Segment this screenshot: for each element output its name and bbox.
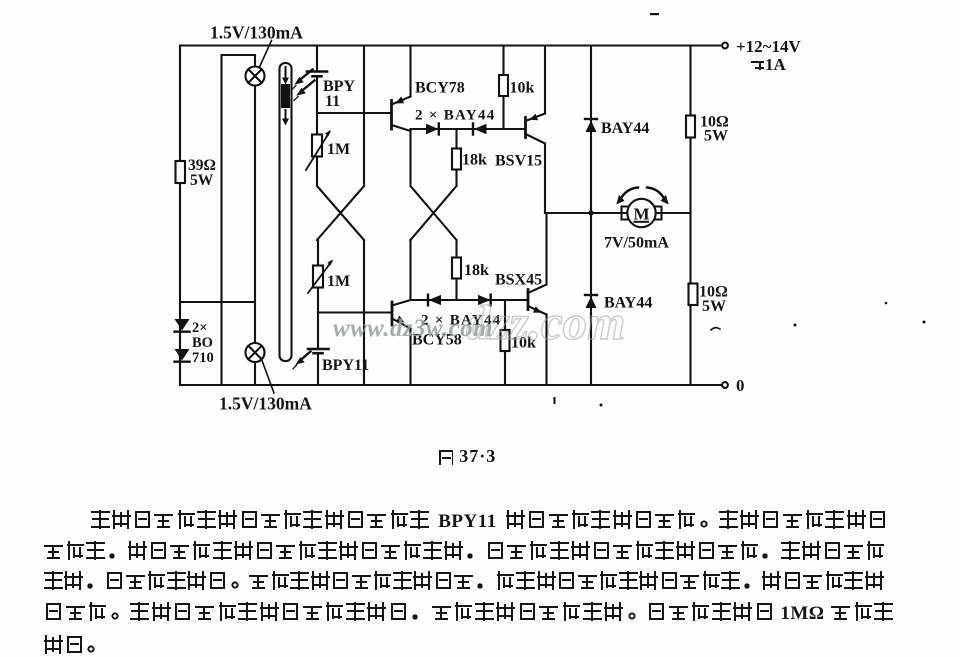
svg-text:2 × BAY44: 2 × BAY44 bbox=[415, 108, 496, 124]
svg-text:18k: 18k bbox=[464, 262, 489, 279]
svg-text:BPY11: BPY11 bbox=[322, 357, 369, 374]
svg-text:BPY: BPY bbox=[323, 78, 355, 95]
svg-text:BCY58: BCY58 bbox=[412, 332, 462, 349]
svg-text:7V/50mA: 7V/50mA bbox=[604, 235, 669, 252]
svg-text:+12~14V: +12~14V bbox=[736, 37, 802, 56]
svg-text:BSV15: BSV15 bbox=[495, 153, 542, 170]
svg-text:11: 11 bbox=[325, 93, 340, 110]
svg-text:5W: 5W bbox=[704, 128, 728, 145]
svg-text:39Ω: 39Ω bbox=[188, 157, 216, 174]
svg-text:10k: 10k bbox=[510, 80, 535, 97]
svg-text:M: M bbox=[634, 205, 650, 224]
svg-text:18k: 18k bbox=[462, 152, 487, 169]
svg-text:0: 0 bbox=[736, 376, 745, 395]
svg-text:10k: 10k bbox=[511, 335, 536, 352]
svg-text:1.5V/130mA: 1.5V/130mA bbox=[210, 23, 303, 43]
svg-text:1M: 1M bbox=[327, 273, 350, 290]
svg-text:710: 710 bbox=[192, 350, 214, 366]
svg-text:5W: 5W bbox=[702, 298, 726, 315]
svg-text:5W: 5W bbox=[190, 172, 214, 189]
svg-text:BO: BO bbox=[192, 335, 213, 351]
svg-text:2 × BAY44: 2 × BAY44 bbox=[421, 313, 502, 329]
svg-text:1M: 1M bbox=[327, 141, 350, 158]
svg-text:10Ω: 10Ω bbox=[699, 284, 728, 301]
svg-text:10Ω: 10Ω bbox=[700, 114, 729, 131]
svg-text:1A: 1A bbox=[765, 55, 787, 74]
svg-text:BCY78: BCY78 bbox=[415, 80, 465, 97]
svg-text:2×: 2× bbox=[192, 320, 208, 336]
svg-text:BSX45: BSX45 bbox=[495, 272, 542, 289]
svg-text:BAY44: BAY44 bbox=[601, 120, 649, 137]
svg-text:BAY44: BAY44 bbox=[604, 295, 652, 312]
svg-text:1.5V/130mA: 1.5V/130mA bbox=[219, 394, 312, 414]
